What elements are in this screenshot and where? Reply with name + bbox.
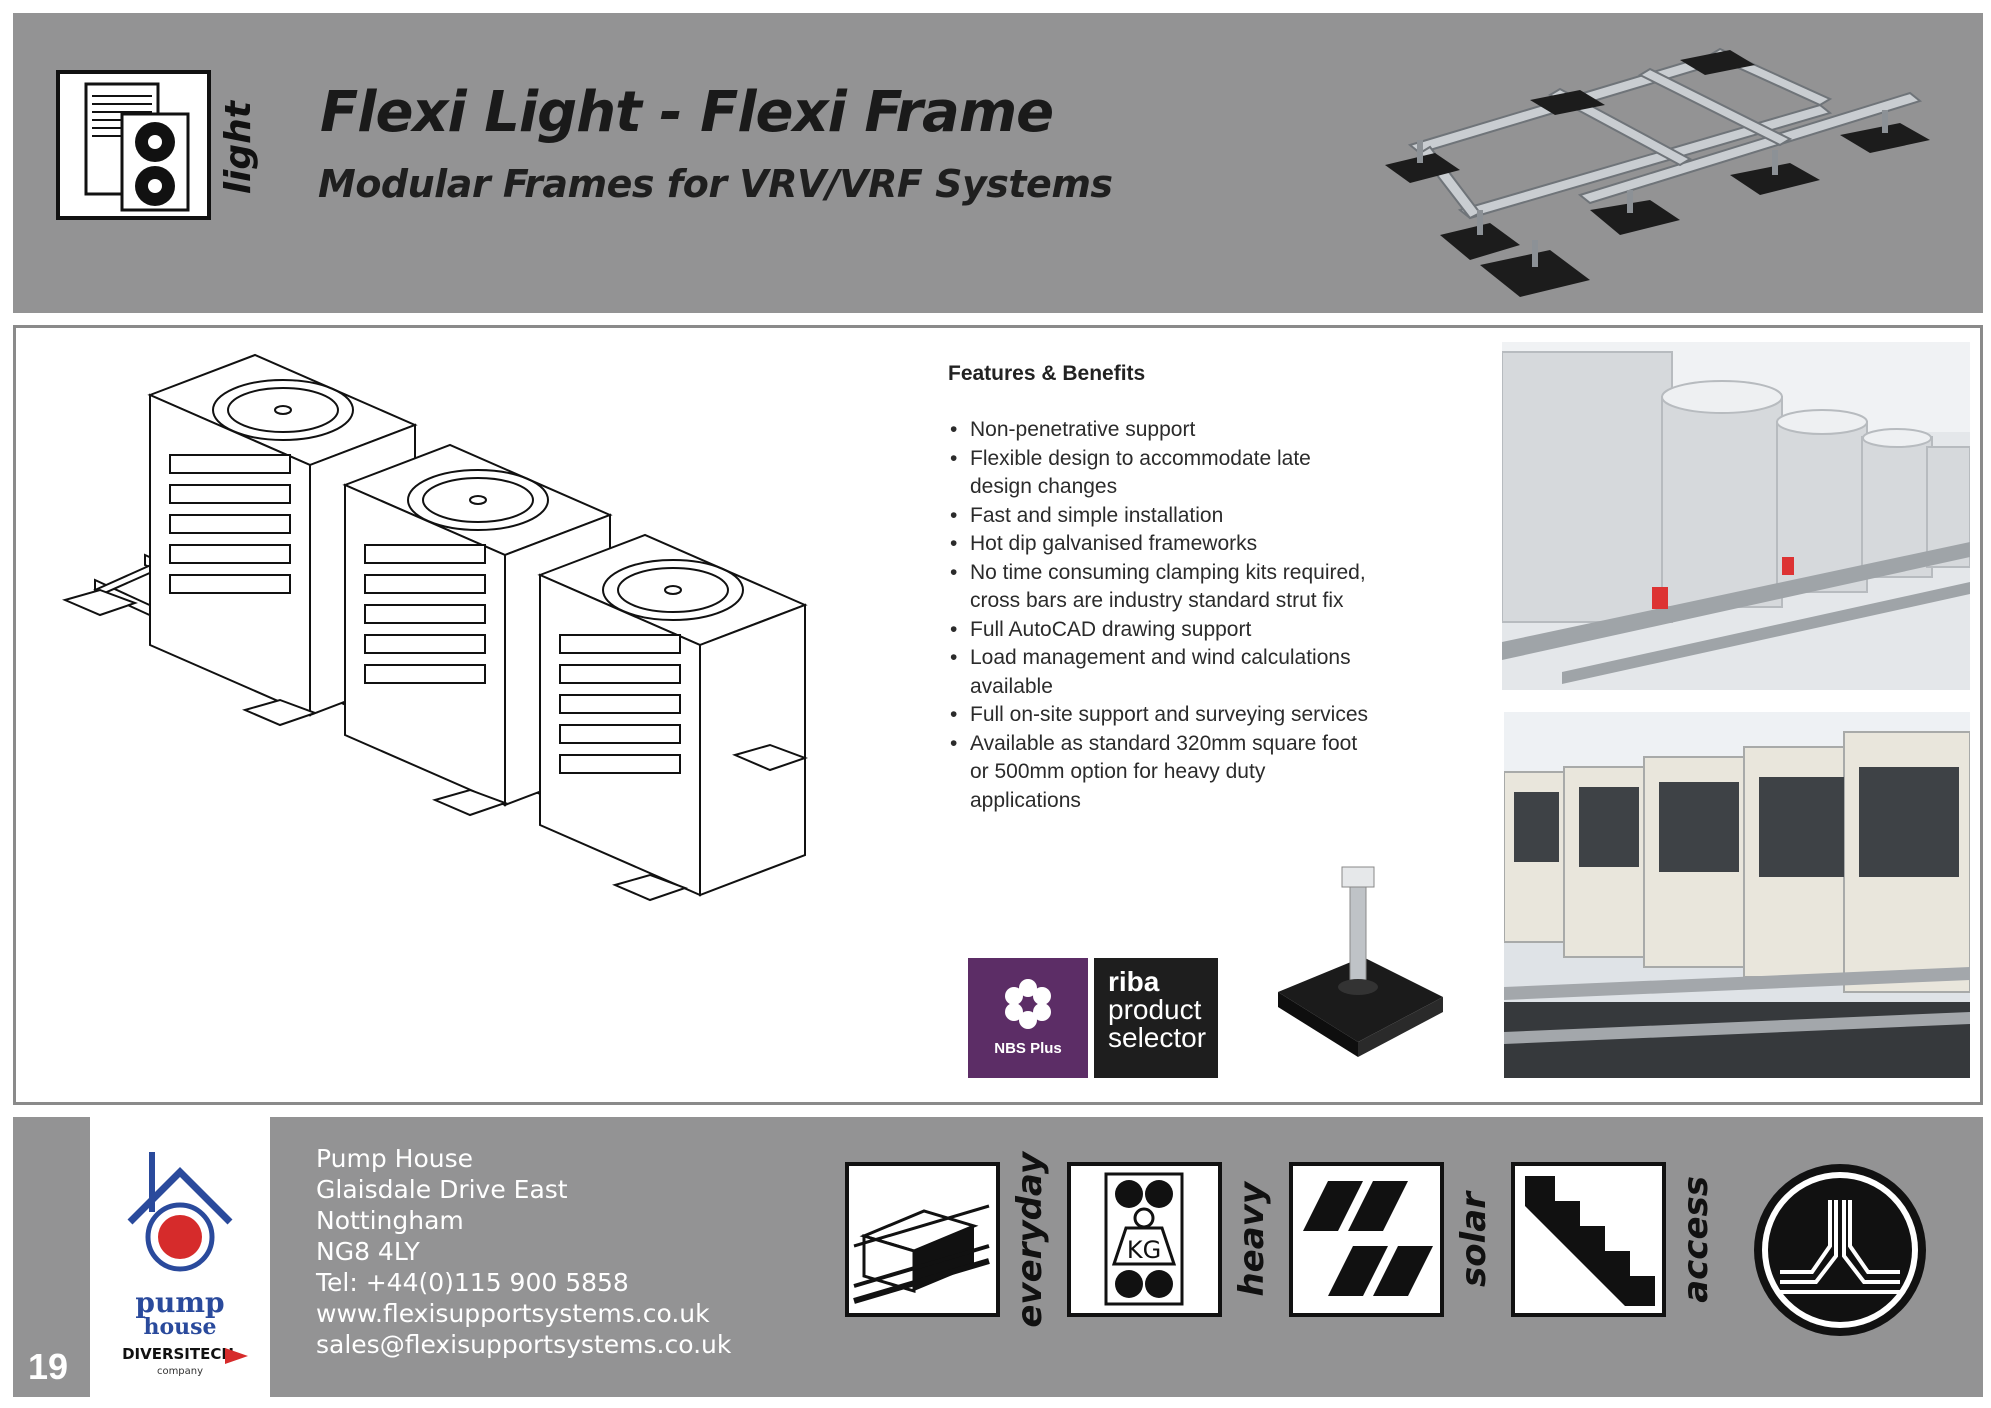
pump-house-logo-graphic: pump house DIVERSITECH company: [122, 1152, 248, 1377]
list-item: Fast and simple installation: [948, 502, 1368, 531]
range-label: light: [213, 78, 263, 218]
flexi-frame-image: [1385, 47, 1930, 297]
list-item: Hot dip galvanised frameworks: [948, 530, 1368, 559]
installation-photo-1: [1502, 342, 1970, 690]
website-link[interactable]: www.flexisupportsystems.co.uk: [316, 1299, 710, 1328]
list-item: Non-penetrative support: [948, 416, 1368, 445]
everyday-label: everyday: [1005, 1152, 1055, 1328]
address-line: Nottingham: [316, 1206, 464, 1235]
features-list: Non-penetrative support Flexible design …: [948, 416, 1368, 815]
logo-text-diversitech: DIVERSITECH: [122, 1345, 234, 1363]
rubber-foot-image: [1278, 866, 1443, 1057]
solar-icon: [1289, 1162, 1444, 1317]
access-label: access: [1671, 1162, 1721, 1317]
pump-house-logo: pump house DIVERSITECH company: [90, 1112, 270, 1397]
riba-label: riba: [1108, 966, 1160, 997]
solar-label-text: solar: [1454, 1192, 1494, 1287]
features-heading: Features & Benefits: [948, 362, 1146, 385]
address-line: Glaisdale Drive East: [316, 1175, 568, 1204]
air-conditioner-icon: [56, 70, 211, 220]
list-item: Available as standard 320mm square foot …: [948, 730, 1368, 816]
riba-badge: riba product selector: [1094, 958, 1218, 1078]
range-label-text: light: [217, 101, 259, 195]
address-line: NG8 4LY: [316, 1237, 420, 1266]
logo-text-house: house: [143, 1314, 216, 1340]
email-link[interactable]: sales@flexisupportsystems.co.uk: [316, 1330, 732, 1359]
list-item: Load management and wind calculations av…: [948, 644, 1368, 701]
heavy-icon: KG: [1067, 1162, 1222, 1317]
list-item: No time consuming clamping kits required…: [948, 559, 1368, 616]
nbs-plus-badge: NBS Plus: [968, 958, 1088, 1078]
kg-label: KG: [1127, 1236, 1161, 1264]
page-number: 19: [28, 1346, 69, 1387]
nbs-label: NBS Plus: [994, 1040, 1062, 1057]
access-icon: [1511, 1162, 1666, 1317]
fan-unit-drawing: [62, 353, 808, 902]
list-item: Flexible design to accommodate late desi…: [948, 445, 1368, 502]
nbs-flower-icon: [1005, 979, 1051, 1029]
page-title: Flexi Light - Flexi Frame: [320, 80, 1054, 145]
installation-photo-2: [1504, 712, 1970, 1078]
logo-text-pump: pump: [135, 1286, 224, 1319]
everyday-label-text: everyday: [1010, 1151, 1050, 1328]
list-item: Full on-site support and surveying servi…: [948, 701, 1368, 730]
heavy-label-text: heavy: [1232, 1182, 1272, 1297]
access-logo-icon: [1754, 1164, 1926, 1336]
riba-line-product: product: [1108, 994, 1202, 1025]
solar-label: solar: [1449, 1162, 1499, 1317]
logo-text-company: company: [157, 1366, 203, 1377]
riba-product-label: product selector: [1108, 996, 1206, 1052]
address-line: Pump House: [316, 1144, 473, 1173]
contact-address: Pump House Glaisdale Drive East Nottingh…: [316, 1143, 731, 1360]
riba-line-selector: selector: [1108, 1022, 1207, 1053]
phone-number: Tel: +44(0)115 900 5858: [316, 1268, 629, 1297]
access-label-text: access: [1676, 1176, 1716, 1303]
page-subtitle: Modular Frames for VRV/VRF Systems: [318, 162, 1113, 206]
heavy-label: heavy: [1227, 1162, 1277, 1317]
features-section: Features & Benefits Non-penetrative supp…: [948, 362, 1368, 815]
list-item: Full AutoCAD drawing support: [948, 616, 1368, 645]
everyday-icon: [845, 1162, 1000, 1317]
